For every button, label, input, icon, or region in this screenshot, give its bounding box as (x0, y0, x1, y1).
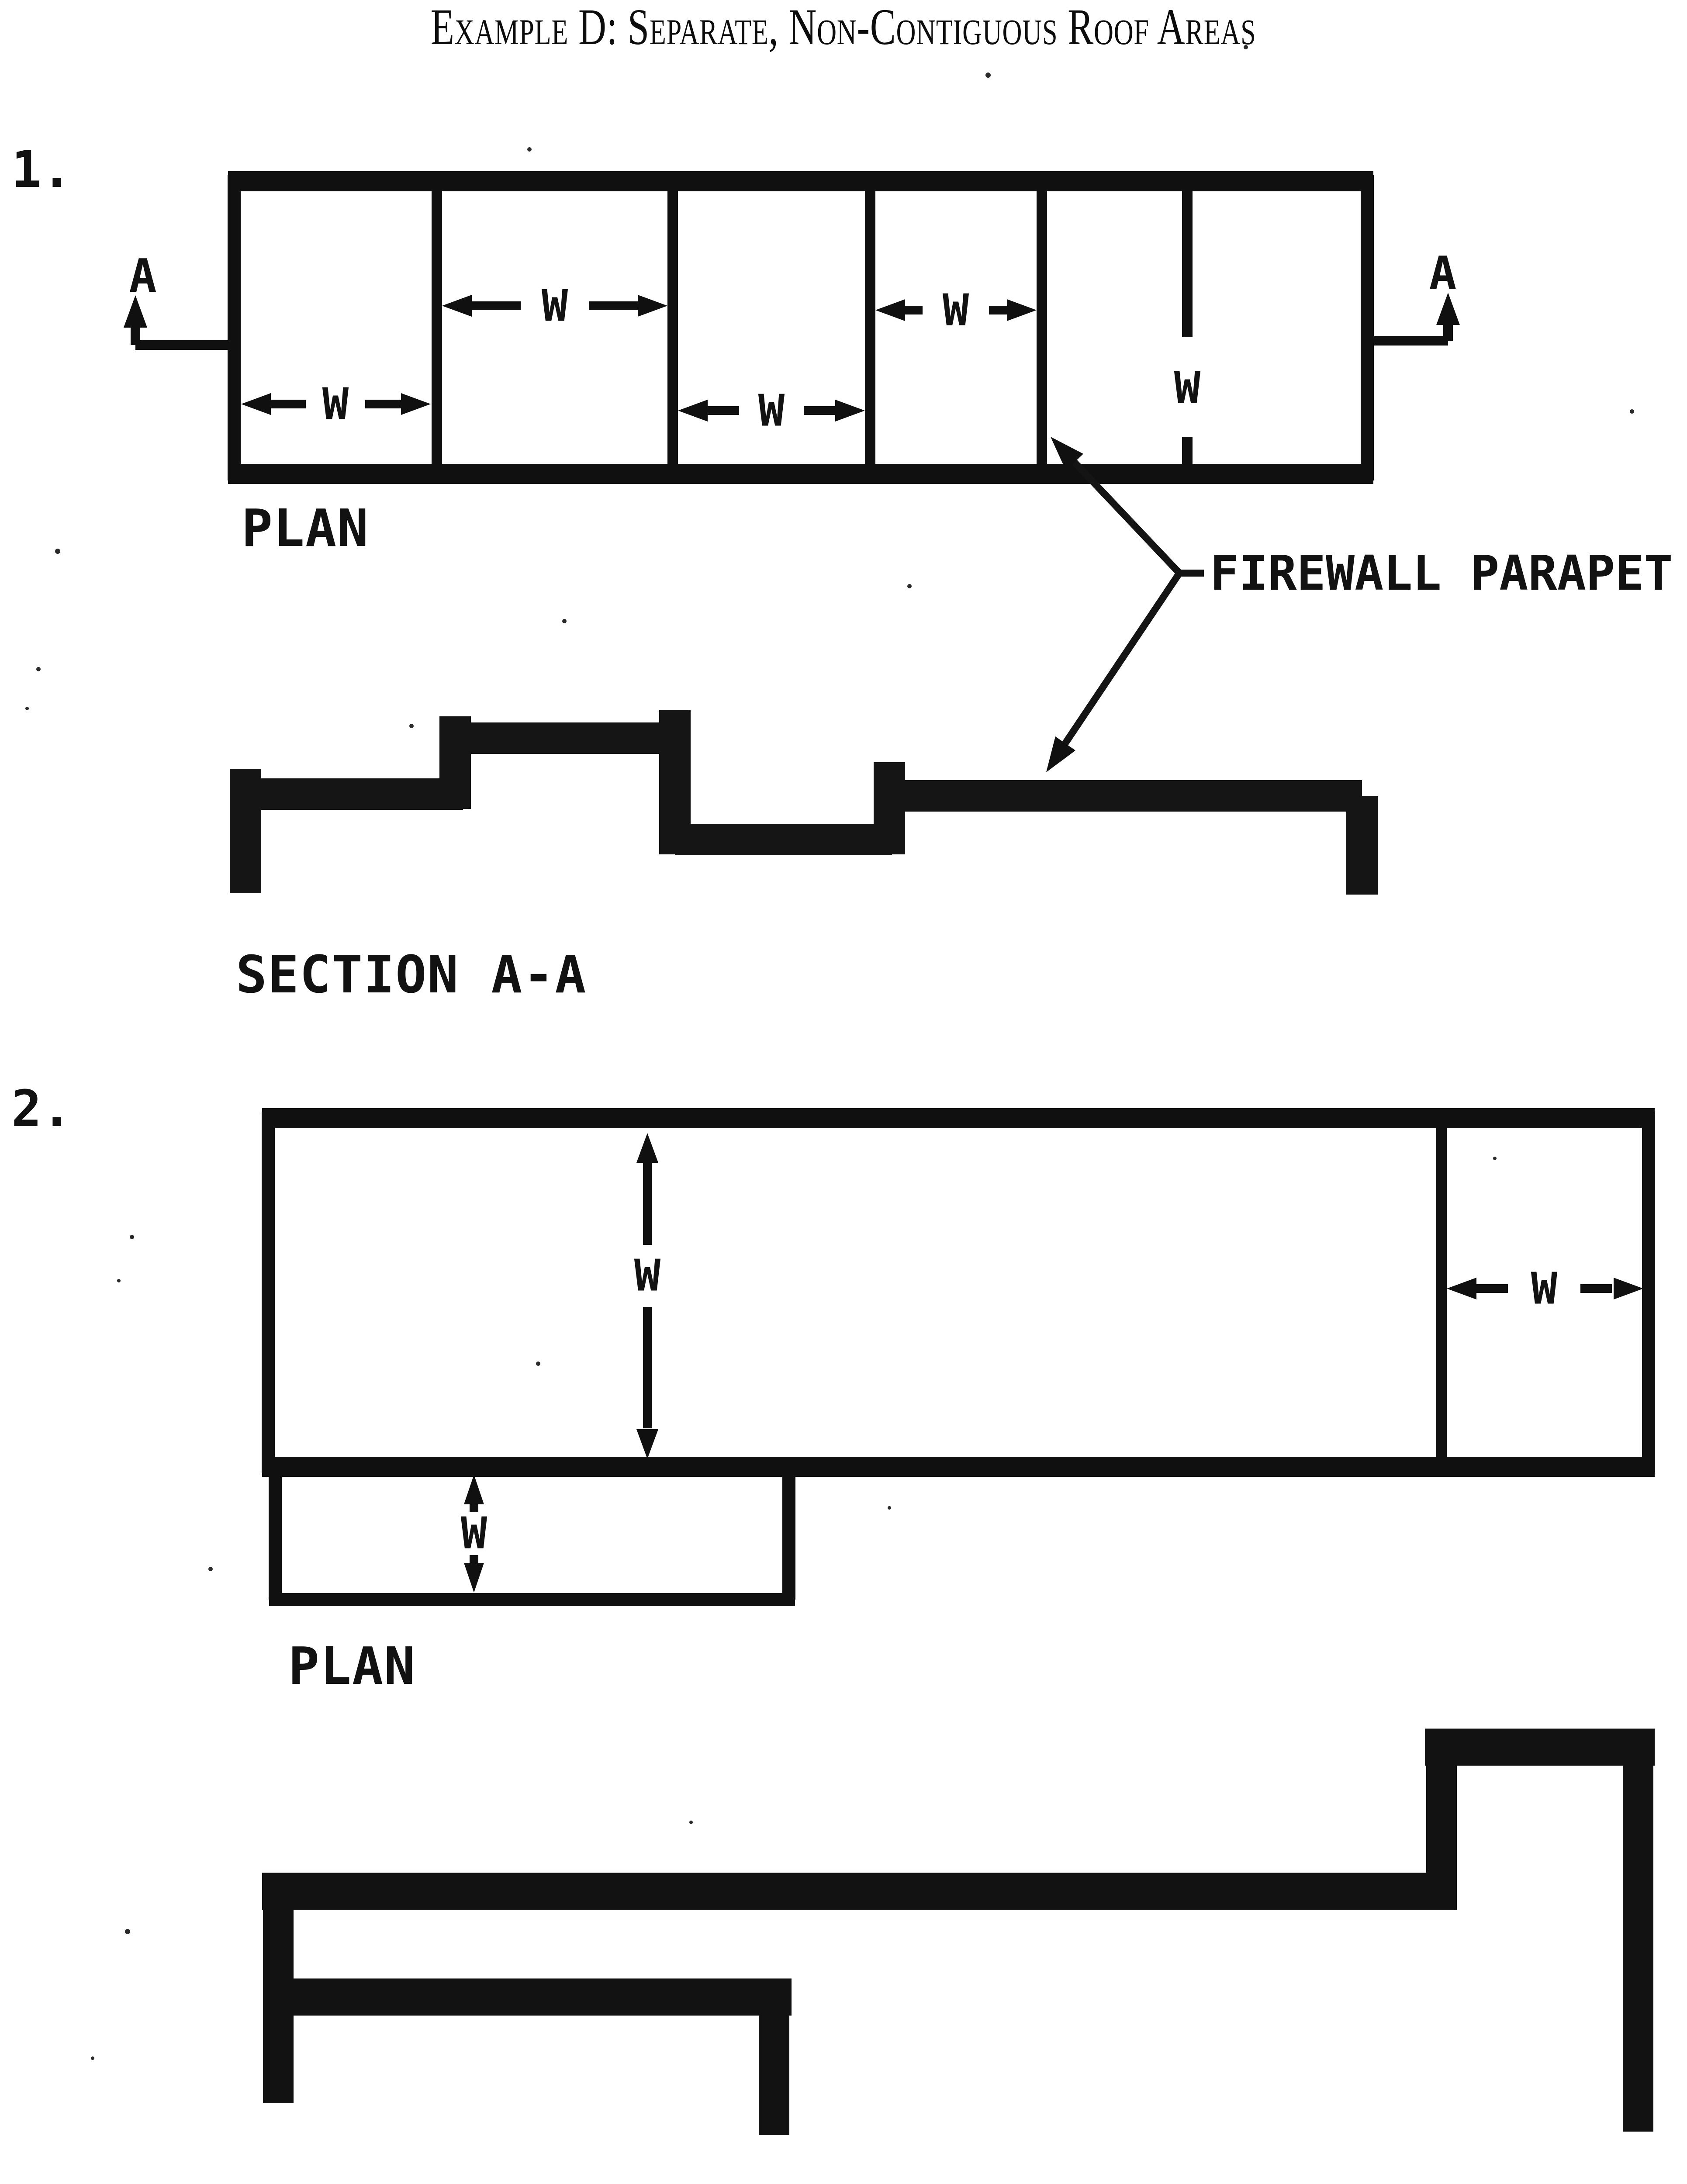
plan2-main-height-dimension: W (634, 1133, 661, 1459)
noise-dot (562, 619, 567, 623)
arrowhead-icon (1051, 437, 1083, 470)
plan1-bay1-dimension: W (241, 379, 431, 430)
noise-dot (888, 1506, 891, 1510)
annex-height-dimension: W (461, 1475, 487, 1593)
dimension-label-w: W (758, 385, 785, 436)
arrow-right-icon (1007, 299, 1037, 321)
dimension-label-w: W (634, 1250, 661, 1301)
noise-dot (536, 1362, 540, 1366)
figure-1-plan: W W W (228, 171, 1374, 484)
arrow-right-icon (1614, 1278, 1643, 1299)
arrow-down-icon (464, 1563, 484, 1593)
figure-2-plan-label: PLAN (288, 1636, 416, 1696)
arrow-right-icon (638, 295, 667, 317)
figure-1: 1. W W (11, 141, 1673, 1005)
leader-to-plan (1060, 447, 1182, 576)
arrow-down-icon (636, 1429, 658, 1459)
noise-dot (125, 1929, 130, 1934)
plan1-outline (228, 175, 1374, 480)
plan1-bay2-dimension: W (442, 280, 667, 332)
dimension-label-w: W (1531, 1263, 1558, 1314)
noise-dot (55, 549, 60, 554)
noise-dot (907, 584, 912, 588)
arrow-left-icon (678, 400, 708, 422)
noise-dot (985, 73, 991, 78)
noise-dot (208, 1567, 213, 1571)
arrowhead-icon (1046, 736, 1075, 772)
arrow-left-icon (875, 299, 905, 321)
dimension-label-w: W (1174, 363, 1201, 414)
dimension-label-w: W (461, 1508, 487, 1559)
figure-1-section (230, 710, 1378, 895)
section-letter-a: A (1429, 247, 1456, 300)
arrow-right-icon (401, 393, 431, 415)
figure-1-number: 1. (11, 141, 72, 199)
plan2-annex: W (269, 1467, 795, 1606)
figure-2-plan: W W (262, 1108, 1655, 1606)
noise-dot (91, 2056, 94, 2060)
page-title: Example D: Separate, Non-Contiguous Roof… (0, 0, 1687, 57)
dimension-label-w: W (322, 379, 349, 430)
figure-1-section-label: SECTION A-A (236, 944, 587, 1005)
noise-dot (130, 1235, 134, 1239)
figure-2-elevation (262, 1728, 1655, 2135)
scan-noise (25, 45, 1634, 2060)
arrow-left-icon (442, 295, 472, 317)
plan1-bay4-dimension: W (875, 285, 1037, 336)
arrow-right-icon (835, 400, 865, 422)
figure-1-plan-label: PLAN (242, 498, 369, 558)
figure-2: 2. W W (11, 1080, 1655, 2184)
section-marker-right: A (1362, 247, 1460, 346)
arrow-up-icon (464, 1475, 484, 1504)
arrow-up-icon (636, 1133, 658, 1163)
firewall-parapet-label: FIREWALL PARAPET (1210, 545, 1673, 601)
figure-2-elevation-label: ELEVATION (284, 2179, 609, 2184)
arrow-left-icon (241, 393, 271, 415)
page-title-text: Example D: Separate, Non-Contiguous Roof… (431, 0, 1256, 55)
noise-dot (25, 707, 29, 710)
dimension-label-w: W (542, 280, 568, 332)
noise-dot (409, 724, 414, 728)
dimension-label-w: W (943, 285, 969, 336)
section-letter-a: A (129, 249, 156, 303)
noise-dot (1630, 409, 1634, 414)
noise-dot (1244, 45, 1248, 49)
noise-dot (36, 667, 41, 671)
noise-dot (527, 147, 532, 152)
leader-to-section (1056, 571, 1182, 754)
arrow-up-icon (124, 295, 147, 328)
plan2-right-bay-dimension: W (1447, 1263, 1643, 1314)
firewall-parapet-callout: FIREWALL PARAPET (1046, 437, 1673, 772)
noise-dot (117, 1279, 121, 1282)
figure-2-number: 2. (11, 1080, 72, 1138)
arrow-left-icon (1447, 1278, 1476, 1299)
plan1-bay3-dimension: W (678, 385, 865, 436)
noise-dot (689, 1821, 693, 1824)
arrow-up-icon (1436, 293, 1460, 325)
section-marker-left: A (124, 249, 239, 350)
noise-dot (1493, 1157, 1497, 1160)
